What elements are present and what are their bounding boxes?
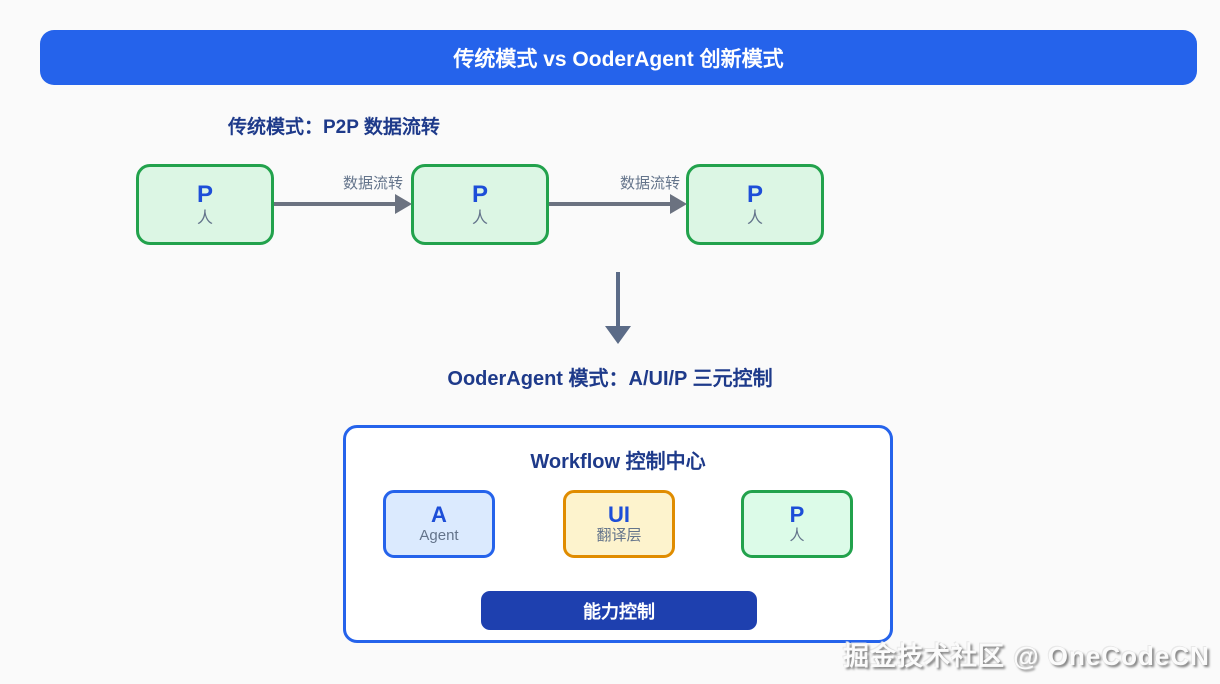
capability-control-bar: 能力控制 [481, 591, 757, 630]
data-flow-arrow-label-2: 数据流转 [619, 175, 680, 192]
node-label: P [196, 180, 213, 208]
workflow-title: Workflow 控制中心 [530, 451, 706, 473]
node-label: UI [608, 502, 630, 528]
agent-section-heading: OoderAgent 模式：A/UI/P 三元控制 [447, 368, 773, 390]
node-sublabel: 翻译层 [596, 527, 642, 545]
node-sublabel: 人 [746, 209, 763, 227]
down-arrow-head-icon [605, 326, 631, 344]
node-label: P [471, 180, 488, 208]
traditional-section-heading: 传统模式：P2P 数据流转 [228, 117, 440, 138]
node-label: P [789, 502, 805, 528]
right-arrow-line-2 [549, 202, 671, 206]
title-banner: 传统模式 vs OoderAgent 创新模式 [40, 30, 1197, 85]
workflow-node-ui-layer: UI 翻译层 [563, 490, 675, 558]
right-arrow-head-icon [670, 194, 687, 214]
traditional-node-person-2: P 人 [411, 164, 549, 245]
node-sublabel: 人 [196, 209, 213, 227]
node-sublabel: Agent [419, 527, 459, 545]
traditional-node-person-1: P 人 [136, 164, 274, 245]
diagram-title: 传统模式 vs OoderAgent 创新模式 [453, 47, 784, 71]
node-label: A [431, 502, 447, 528]
workflow-node-agent: A Agent [383, 490, 495, 558]
capability-control-label: 能力控制 [583, 601, 655, 622]
node-sublabel: 人 [471, 209, 488, 227]
node-sublabel: 人 [789, 527, 805, 545]
right-arrow-line-1 [274, 202, 396, 206]
data-flow-arrow-label-1: 数据流转 [342, 175, 403, 192]
right-arrow-head-icon [395, 194, 412, 214]
watermark-text: 掘金技术社区 @ OneCodeCN [843, 641, 1210, 671]
down-arrow-line [616, 272, 620, 327]
node-label: P [746, 180, 763, 208]
workflow-node-person: P 人 [741, 490, 853, 558]
workflow-control-center-box: Workflow 控制中心 A Agent UI 翻译层 P 人 能力控制 [343, 425, 893, 643]
traditional-node-person-3: P 人 [686, 164, 824, 245]
